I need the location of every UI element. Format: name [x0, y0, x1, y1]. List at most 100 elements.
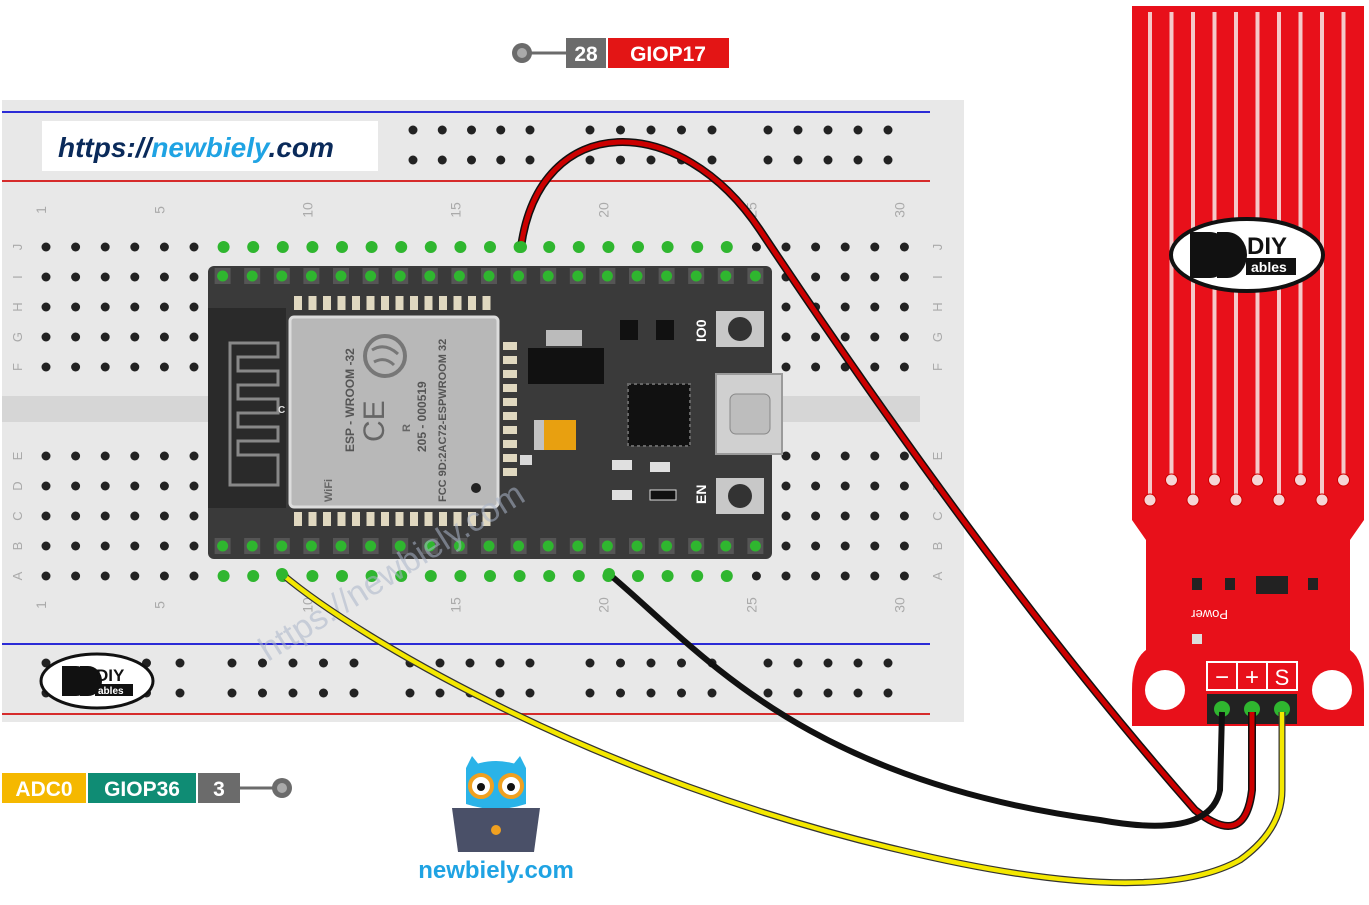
sensor-trace-end: [1294, 473, 1307, 487]
breadboard-hole: [130, 272, 140, 282]
rail-hole: [495, 688, 505, 698]
row-label: F: [10, 363, 25, 371]
rail-hole: [525, 688, 535, 698]
breadboard-hole: [71, 362, 81, 372]
esp32-antenna-area: [208, 308, 286, 508]
sensor-pin-box: [1206, 661, 1298, 691]
breadboard-hole: [811, 362, 821, 372]
breadboard-hole: [484, 570, 496, 582]
breadboard-hole: [130, 332, 140, 342]
row-label: F: [930, 363, 945, 371]
breadboard-hole: [424, 241, 437, 253]
column-number: 30: [891, 597, 907, 613]
module-fcc: FCC 9D:2AC72-ESPWROOM 32: [437, 339, 449, 502]
breadboard-hole: [870, 511, 880, 521]
breadboard-hole: [454, 241, 467, 253]
rail-hole: [853, 658, 863, 668]
breadboard-hole: [781, 451, 791, 461]
gpio-box-top: [608, 38, 729, 68]
rail-hole: [763, 125, 773, 135]
rail-hole: [525, 155, 535, 165]
url-banner-box: [42, 121, 378, 171]
breadboard-hole: [899, 541, 909, 551]
sensor-resistor-2: [1225, 578, 1235, 590]
rail-hole: [408, 125, 418, 135]
url-banner: https://newbiely.com: [42, 121, 378, 171]
breadboard-hole: [572, 570, 585, 582]
esp32-pin: [276, 540, 288, 552]
mount-hole-right: [1312, 670, 1352, 710]
breadboard-hole: [811, 242, 821, 252]
rail-hole: [883, 658, 893, 668]
module-wifi: WiFi: [323, 479, 335, 502]
rail-hole: [883, 688, 893, 698]
rail-hole: [793, 658, 803, 668]
column-number: 1: [33, 601, 49, 609]
breadboard-hole: [781, 302, 791, 312]
smd-part-3: [612, 490, 632, 500]
breadboard-hole: [781, 362, 791, 372]
breadboard-hole: [811, 481, 821, 491]
esp32-pin: [720, 540, 732, 552]
pin-label-bottom: ADC0 GIOP36 3: [2, 773, 292, 803]
rail-hole: [495, 658, 505, 668]
breadboard-hole: [691, 570, 704, 582]
row-label: I: [930, 275, 945, 279]
breadboard-hole: [41, 541, 51, 551]
breadboard-hole: [899, 511, 909, 521]
breadboard-hole: [840, 332, 850, 342]
breadboard-hole: [840, 242, 850, 252]
breadboard-hole: [189, 541, 199, 551]
breadboard-hole: [870, 541, 880, 551]
espressif-logo-icon: [363, 334, 407, 378]
breadboard-hole: [840, 571, 850, 581]
rail-hole: [496, 155, 506, 165]
row-label: E: [10, 451, 25, 460]
breadboard-hole: [159, 451, 169, 461]
esp32-pin: [661, 540, 673, 552]
column-number: 15: [447, 202, 463, 218]
breadboard-hole: [811, 511, 821, 521]
module-name: ESP - WROOM -32: [343, 348, 357, 452]
row-label: C: [10, 511, 25, 520]
esp32-pin: [483, 270, 495, 282]
breadboard-hole: [632, 241, 644, 253]
breadboard-hole: [899, 272, 909, 282]
breadboard-hole: [661, 570, 674, 582]
breadboard-hole: [130, 541, 140, 551]
rail-hole: [437, 125, 447, 135]
breadboard-hole: [840, 481, 850, 491]
column-number: 30: [891, 202, 907, 218]
rail-hole: [853, 155, 863, 165]
breadboard-hole: [100, 571, 110, 581]
esp32-pin: [217, 540, 229, 552]
pin-number-top: 28: [574, 43, 598, 66]
breadboard-hole: [811, 541, 821, 551]
micro-usb-opening: [729, 393, 771, 435]
rail-hole: [763, 658, 773, 668]
esp32-pin: [661, 270, 673, 282]
diode: [649, 489, 677, 501]
breadboard-hole: [899, 242, 909, 252]
rail-hole: [349, 658, 359, 668]
breadboard-hole: [811, 332, 821, 342]
column-number: 20: [595, 202, 611, 218]
sensor-trace-end: [1165, 473, 1178, 487]
pin-number-box-bottom: [198, 773, 240, 803]
gpio-name-bottom: GIOP36: [104, 778, 180, 801]
sensor-trace-end: [1272, 493, 1286, 507]
breadboard-hole: [189, 362, 199, 372]
rail-hole: [646, 125, 656, 135]
esp32-pin: [572, 540, 584, 552]
sensor-pin-s-pad: [1274, 701, 1290, 717]
breadboard-hole: [276, 241, 289, 253]
breadboard-hole: [870, 362, 880, 372]
breadboard-hole: [840, 541, 850, 551]
breadboard-hole: [130, 451, 140, 461]
rail-hole: [437, 155, 447, 165]
rail-hole: [646, 155, 656, 165]
rail-hole: [853, 125, 863, 135]
water-level-sensor: DIY ables Power − + S: [1132, 6, 1364, 726]
rail-hole: [823, 155, 833, 165]
breadboard-hole: [71, 511, 81, 521]
